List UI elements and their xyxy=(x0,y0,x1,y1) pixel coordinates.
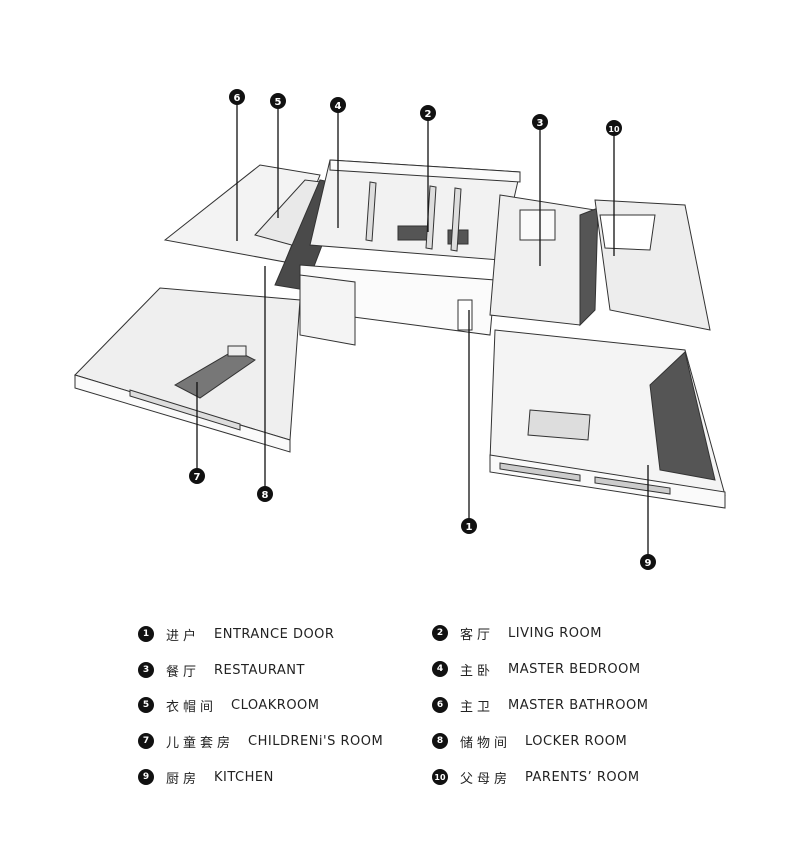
floor-plan-diagram: 1 2 3 4 5 6 7 8 9 10 xyxy=(74,89,726,570)
sofa-1 xyxy=(397,225,429,241)
legend-number: 6 xyxy=(432,697,448,713)
svg-text:10: 10 xyxy=(608,125,620,134)
legend-label-cn: 餐厅 xyxy=(166,664,201,680)
marker-8: 8 xyxy=(257,486,273,502)
kitchen-island xyxy=(527,409,591,441)
svg-text:8: 8 xyxy=(262,490,269,501)
svg-text:7: 7 xyxy=(194,472,201,483)
restaurant-dark-wall xyxy=(579,207,599,327)
legend-number: 10 xyxy=(432,769,448,785)
legend-label-en: RESTAURANT xyxy=(214,662,305,678)
legend-item-parents-room: 10 父母房 PARENTS’ ROOM xyxy=(432,767,640,787)
legend-item-kitchen: 9 厨房 KITCHEN xyxy=(138,767,274,787)
legend-item-restaurant: 3 餐厅 RESTAURANT xyxy=(138,660,305,680)
marker-9: 9 xyxy=(640,554,656,570)
bed xyxy=(173,349,256,399)
bed-pillow xyxy=(227,345,247,357)
svg-text:9: 9 xyxy=(645,558,652,569)
legend-number: 7 xyxy=(138,733,154,749)
legend-label-cn: 主卫 xyxy=(460,699,495,715)
svg-text:2: 2 xyxy=(425,109,432,120)
childrens-room-window xyxy=(129,389,241,431)
legend-number: 5 xyxy=(138,697,154,713)
legend-item-entrance-door: 1 进户 ENTRANCE DOOR xyxy=(138,624,334,644)
kitchen-dark-wall xyxy=(649,351,716,481)
legend-item-master-bedroom: 4 主卧 MASTER BEDROOM xyxy=(432,659,641,679)
legend-number: 1 xyxy=(138,626,154,642)
legend-number: 4 xyxy=(432,661,448,677)
svg-text:1: 1 xyxy=(466,522,473,533)
legend-label-cn: 衣帽间 xyxy=(166,699,218,715)
legend-label-cn: 进户 xyxy=(166,628,201,644)
svg-text:3: 3 xyxy=(537,118,544,129)
marker-3: 3 xyxy=(532,114,548,130)
legend-label-en: PARENTS’ ROOM xyxy=(525,769,640,785)
legend-label-en: CHILDRENi'S ROOM xyxy=(248,733,384,749)
legend-label-en: MASTER BEDROOM xyxy=(508,661,641,677)
legend-item-locker-room: 8 储物间 LOCKER ROOM xyxy=(432,731,627,751)
legend-number: 3 xyxy=(138,662,154,678)
legend-label-en: LOCKER ROOM xyxy=(525,733,628,749)
svg-text:4: 4 xyxy=(335,101,342,112)
top-back-wall xyxy=(329,159,521,183)
legend-label-cn: 父母房 xyxy=(460,771,512,787)
kitchen-window xyxy=(594,476,671,495)
marker-1: 1 xyxy=(461,518,477,534)
entrance-door xyxy=(457,299,473,331)
marker-6: 6 xyxy=(229,89,245,105)
legend-label-en: MASTER BATHROOM xyxy=(508,697,649,713)
legend-label-en: CLOAKROOM xyxy=(231,697,320,713)
legend-label-cn: 储物间 xyxy=(460,735,512,751)
legend-item-childrens-room: 7 儿童套房 CHILDRENi'S ROOM xyxy=(138,731,383,751)
marker-5: 5 xyxy=(270,93,286,109)
marker-7: 7 xyxy=(189,468,205,484)
marker-2: 2 xyxy=(420,105,436,121)
interior-partition xyxy=(425,185,437,250)
corridor-wall xyxy=(299,274,356,346)
svg-text:6: 6 xyxy=(234,93,241,104)
legend-number: 2 xyxy=(432,625,448,641)
legend-item-cloakroom: 5 衣帽间 CLOAKROOM xyxy=(138,695,320,715)
parents-room-wall xyxy=(599,214,656,251)
legend-label-en: KITCHEN xyxy=(214,769,274,785)
svg-text:5: 5 xyxy=(275,97,282,108)
marker-4: 4 xyxy=(330,97,346,113)
legend-label-cn: 儿童套房 xyxy=(166,735,235,751)
restaurant-window xyxy=(519,209,556,241)
legend-label-cn: 主卧 xyxy=(460,663,495,679)
legend-label-en: LIVING ROOM xyxy=(508,625,602,641)
marker-10: 10 xyxy=(606,120,622,136)
interior-partition xyxy=(450,187,462,252)
legend-label-en: ENTRANCE DOOR xyxy=(214,626,335,642)
legend-label-cn: 客厅 xyxy=(460,627,495,643)
legend-item-master-bathroom: 6 主卫 MASTER BATHROOM xyxy=(432,695,648,715)
legend-number: 8 xyxy=(432,733,448,749)
kitchen-window xyxy=(499,462,581,482)
legend-number: 9 xyxy=(138,769,154,785)
legend-item-living-room: 2 客厅 LIVING ROOM xyxy=(432,623,602,643)
legend-label-cn: 厨房 xyxy=(166,771,201,787)
interior-partition xyxy=(365,181,377,242)
